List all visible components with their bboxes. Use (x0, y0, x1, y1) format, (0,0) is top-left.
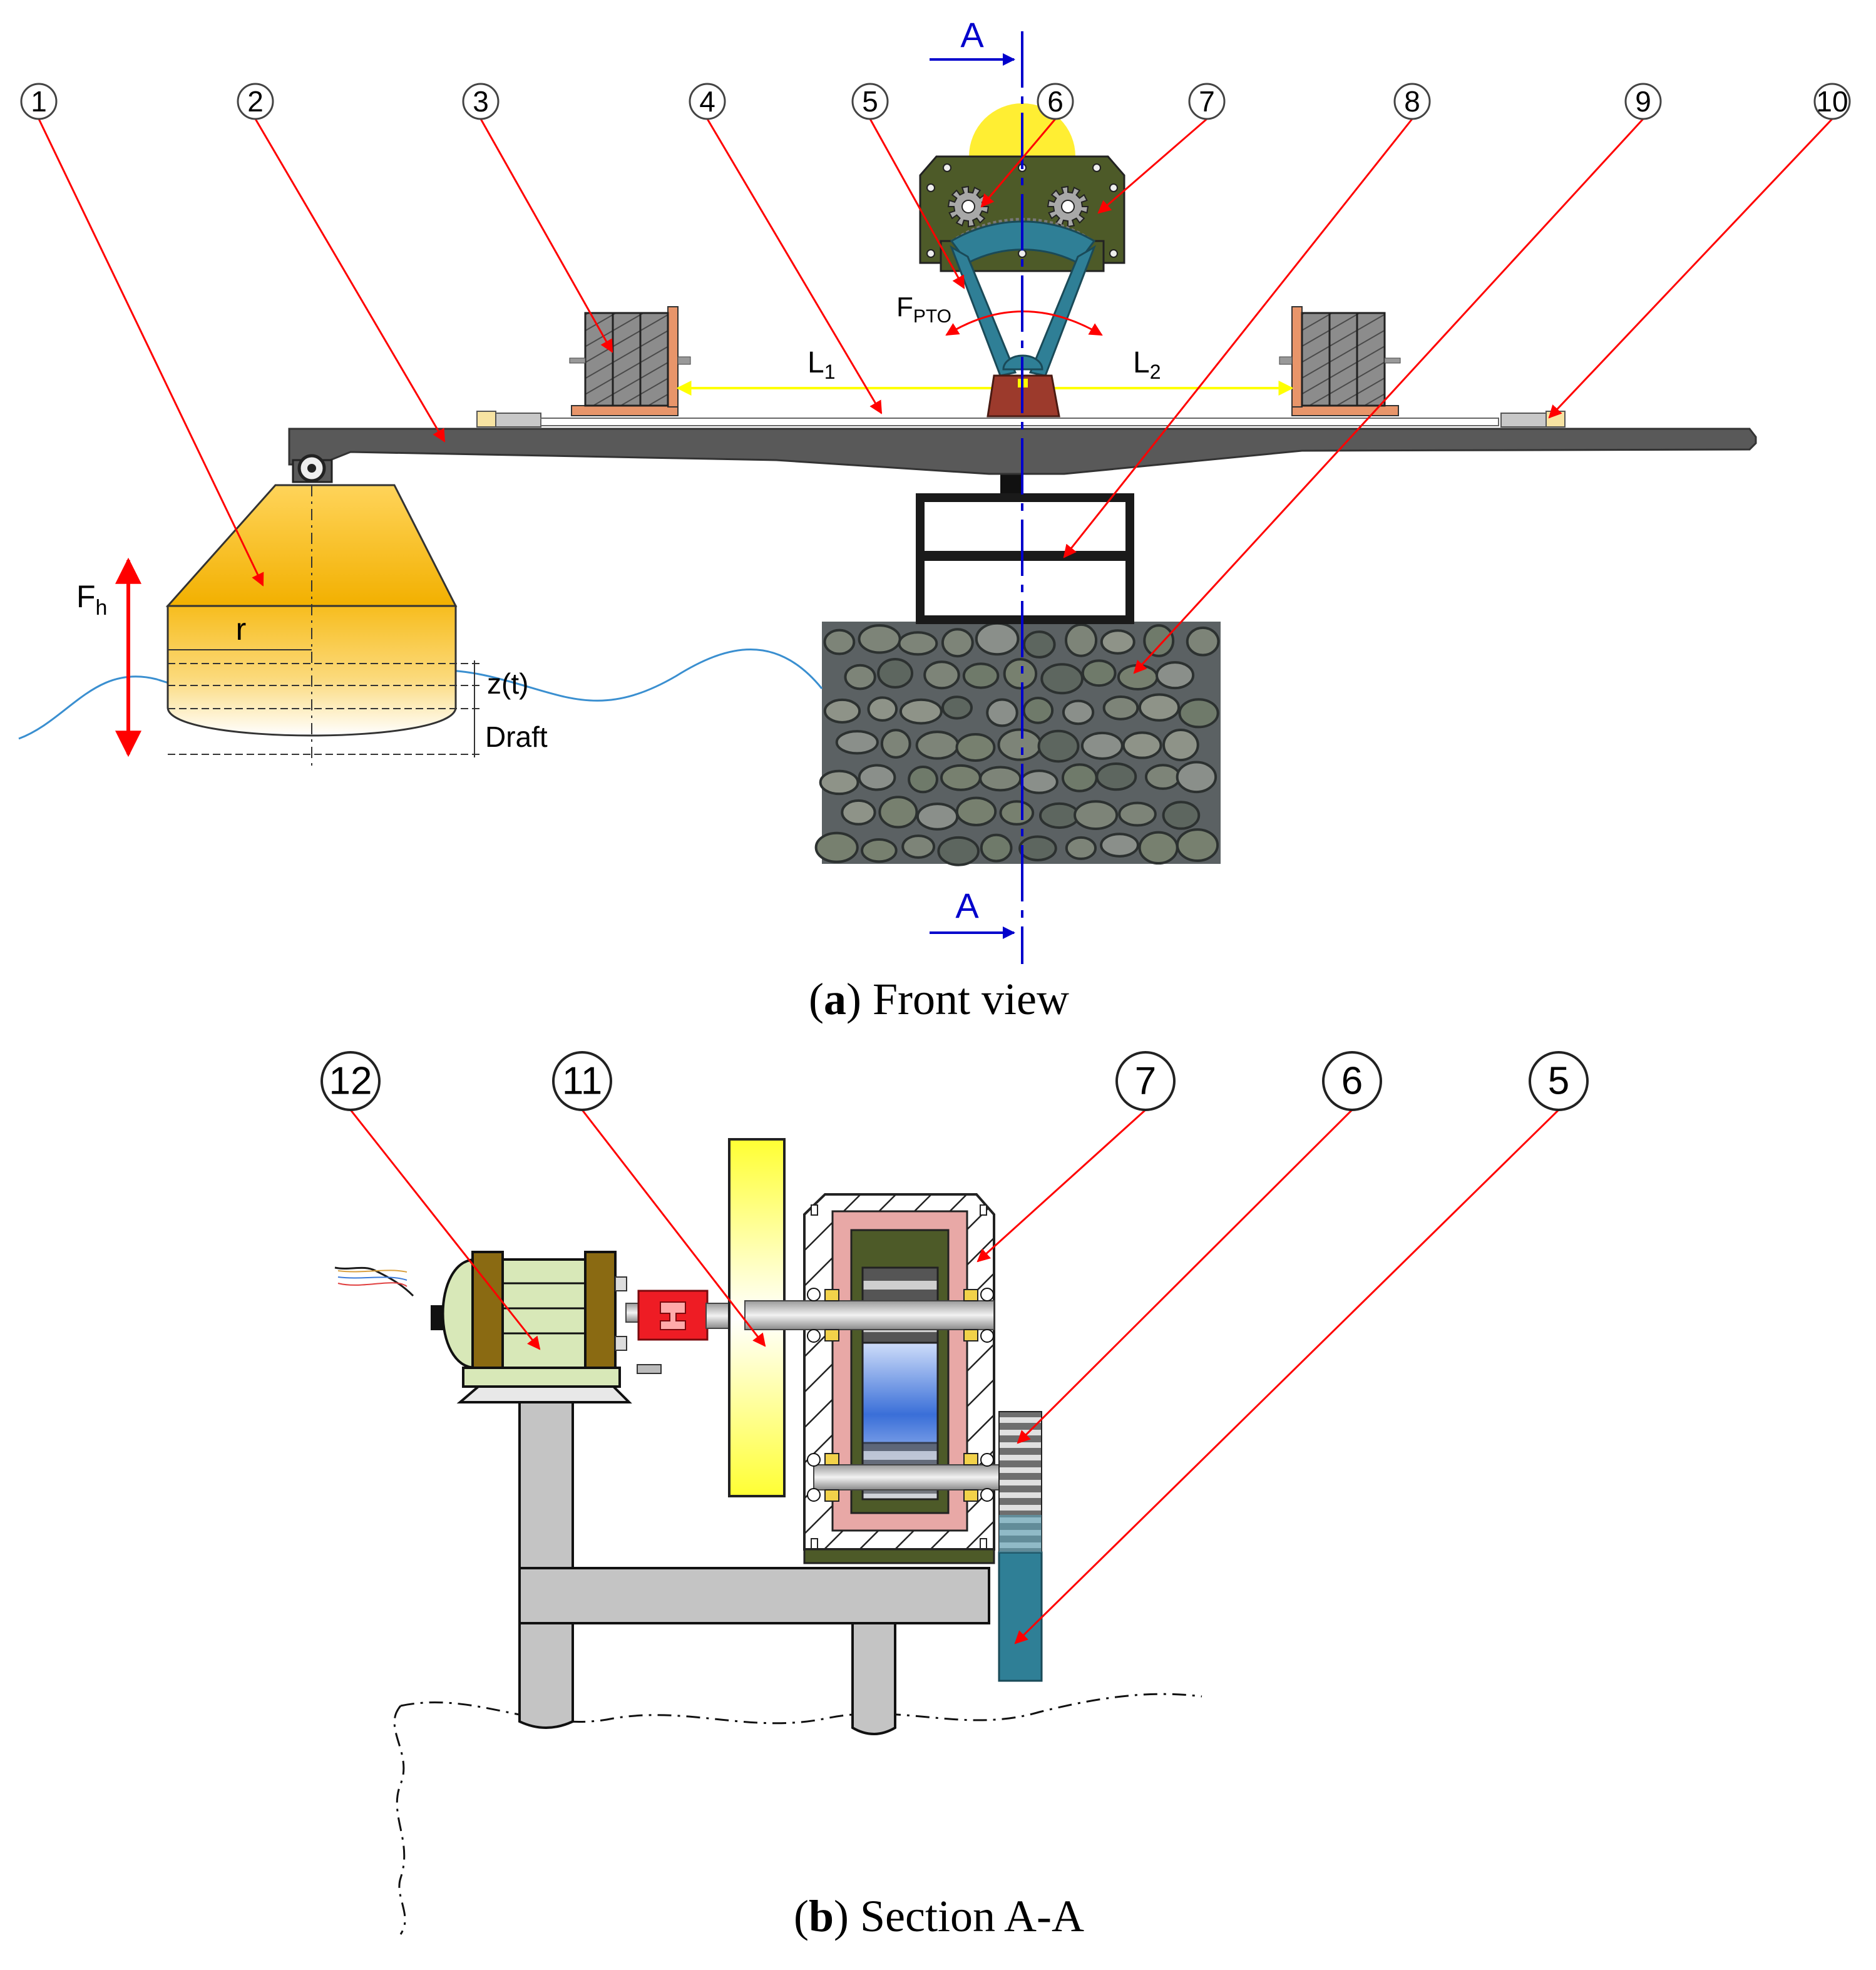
caption-front-view: (a) Front view (809, 974, 1069, 1024)
rock-foundation (814, 622, 1221, 866)
lever-length-2-label: L2 (1133, 346, 1161, 383)
callout-label: 1 (31, 85, 47, 118)
pto-rotation-arc (945, 310, 1103, 336)
section-line-a-a (930, 31, 1023, 964)
callout-label: 2 (247, 85, 264, 118)
float-hinge (292, 454, 333, 483)
pto-force-label: FPTO (896, 292, 951, 327)
callout-label: 5 (1548, 1060, 1569, 1103)
callout-2: 2 (237, 83, 446, 443)
callout-label: 4 (699, 85, 715, 118)
callout-6: 6 (980, 83, 1074, 208)
callout-12: 12 (320, 1051, 541, 1350)
generator (334, 1251, 627, 1388)
callout-label: 7 (1199, 85, 1215, 118)
callout-5: 5 (851, 83, 965, 289)
pinion-and-rack-section (998, 1411, 1043, 1682)
callout-7: 7 (976, 1051, 1176, 1263)
gearbox-section (744, 1193, 1021, 1564)
lever-length-1-label: L1 (807, 346, 836, 383)
support-frame (916, 474, 1134, 624)
callout-6: 6 (1017, 1051, 1382, 1444)
callout-label: 11 (562, 1060, 602, 1103)
callout-3: 3 (462, 83, 613, 353)
section-marker-top: A (960, 15, 984, 54)
gear-icon (947, 185, 990, 228)
heave-displacement-label: z(t) (487, 667, 528, 700)
callout-10: 10 (1548, 83, 1851, 419)
callout-label: 3 (473, 85, 489, 118)
callout-label: 12 (329, 1060, 372, 1103)
callout-1: 1 (20, 83, 264, 587)
callout-label: 6 (1341, 1060, 1363, 1103)
radius-label: r (236, 612, 247, 647)
draft-dimensions (168, 663, 482, 755)
base-frame (456, 1382, 990, 1735)
counterweight-left (569, 306, 691, 416)
callout-label: 8 (1404, 85, 1420, 118)
callout-label: 6 (1047, 85, 1064, 118)
callout-7: 7 (1097, 83, 1226, 214)
gear-icon (1047, 185, 1089, 228)
callout-5: 5 (1014, 1051, 1589, 1644)
draft-label: Draft (485, 721, 548, 753)
caption-section-view: (b) Section A-A (794, 1891, 1084, 1941)
counterweight-right (1279, 306, 1401, 416)
rail (476, 411, 1566, 428)
callout-8: 8 (1063, 83, 1431, 558)
callout-label: 9 (1635, 85, 1651, 118)
callout-label: 5 (862, 85, 878, 118)
callout-label: 7 (1135, 1060, 1156, 1103)
callout-4: 4 (689, 83, 883, 414)
shaft-coupling (625, 1290, 709, 1374)
callout-label: 10 (1816, 85, 1848, 118)
float-buoy (165, 484, 458, 767)
heave-force-label: Fh (76, 579, 107, 620)
callout-9: 9 (1133, 83, 1662, 674)
callout-11: 11 (552, 1051, 766, 1347)
section-marker-bottom: A (955, 886, 979, 925)
